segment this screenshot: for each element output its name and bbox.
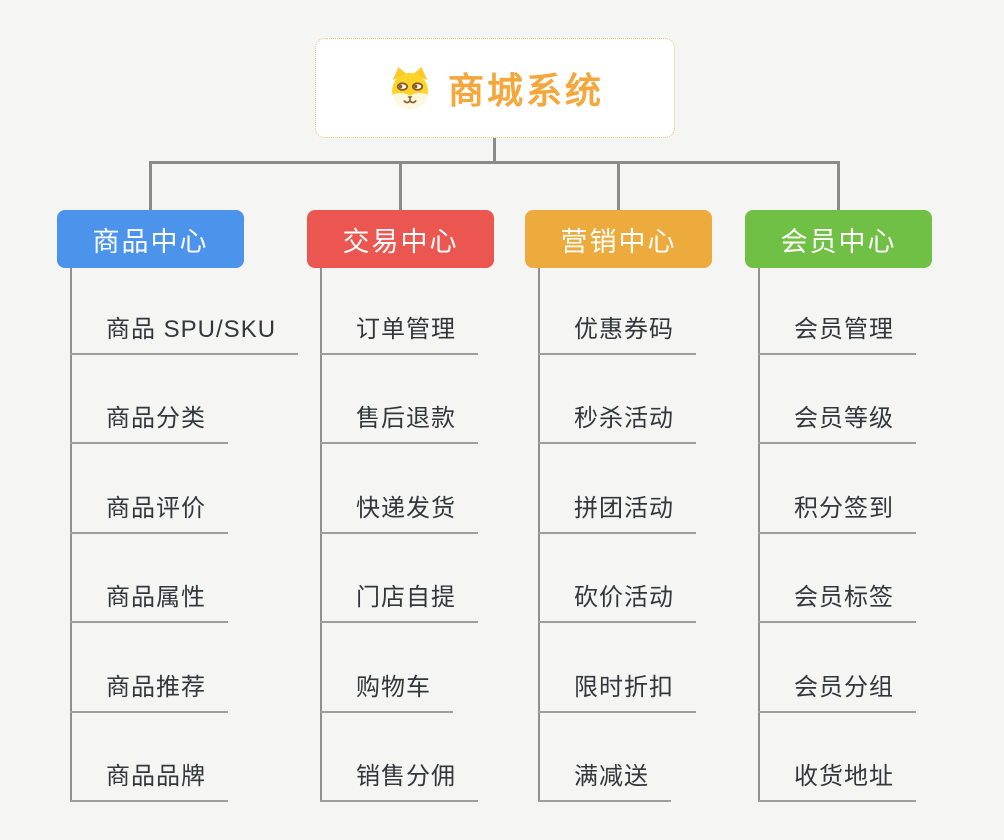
branch-item[interactable]: 订单管理 [320,309,478,355]
branch-item[interactable]: 购物车 [320,667,453,713]
dog-face-icon [386,65,434,111]
branch-item[interactable]: 会员管理 [758,309,916,355]
branch-box-1[interactable]: 商品中心 [57,210,244,268]
branch-item[interactable]: 收货地址 [758,756,916,802]
connector-drop-line [837,161,840,213]
branch-spine-line [538,268,540,802]
branch-item[interactable]: 商品评价 [70,488,228,534]
branch-spine-line [758,268,760,802]
branch-item[interactable]: 商品品牌 [70,756,228,802]
connector-drop-line [399,161,402,213]
connector-drop-line [149,161,152,213]
branch-item[interactable]: 售后退款 [320,398,478,444]
branch-item[interactable]: 商品属性 [70,577,228,623]
branch-item[interactable]: 会员等级 [758,398,916,444]
connector-drop-line [617,161,620,213]
branch-item[interactable]: 商品 SPU/SKU [70,309,299,355]
branch-item[interactable]: 拼团活动 [538,488,696,534]
branch-item[interactable]: 积分签到 [758,488,916,534]
branch-item[interactable]: 商品推荐 [70,667,228,713]
branch-box-4[interactable]: 会员中心 [745,210,932,268]
branch-item[interactable]: 砍价活动 [538,577,696,623]
branch-spine-line [70,268,72,802]
branch-item[interactable]: 商品分类 [70,398,228,444]
branch-item[interactable]: 会员分组 [758,667,916,713]
branch-item[interactable]: 销售分佣 [320,756,478,802]
branch-item[interactable]: 满减送 [538,756,671,802]
root-node[interactable]: 商城系统 [315,38,675,138]
branch-spine-line [320,268,322,802]
branch-item[interactable]: 会员标签 [758,577,916,623]
branch-box-2[interactable]: 交易中心 [307,210,494,268]
connector-root-stem [493,138,496,164]
connector-bus-line [149,161,840,164]
branch-item[interactable]: 优惠券码 [538,309,696,355]
branch-item[interactable]: 限时折扣 [538,667,696,713]
branch-item[interactable]: 门店自提 [320,577,478,623]
root-title: 商城系统 [447,70,604,111]
branch-box-3[interactable]: 营销中心 [525,210,712,268]
branch-item[interactable]: 秒杀活动 [538,398,696,444]
branch-item[interactable]: 快递发货 [320,488,478,534]
